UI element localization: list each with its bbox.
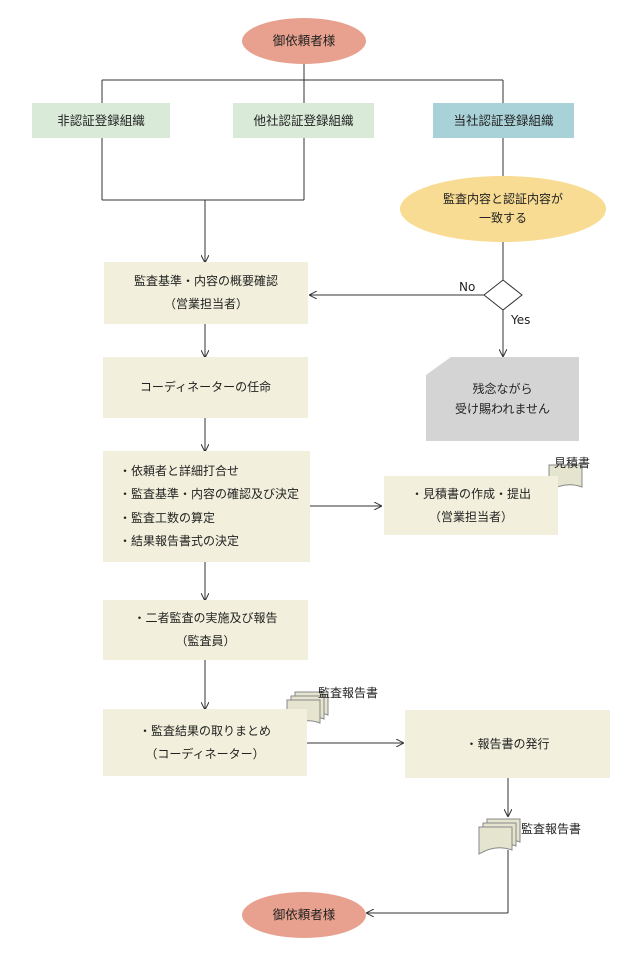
estimate-doc-label: 見積書 <box>554 456 591 470</box>
coordinator-line1: コーディネーターの任命 <box>139 380 272 395</box>
report-document-stack-icon-2 <box>478 818 521 855</box>
meeting-item: ・結果報告書式の決定 <box>119 533 240 548</box>
rejected-box-shape <box>426 357 579 441</box>
audit-line1: ・二者監査の実施及び報告 <box>133 611 278 626</box>
our-certified-org-box: 当社認証登録組織 <box>433 103 574 138</box>
decision-line1: 監査内容と認証内容が <box>442 191 563 206</box>
start-client-oval: 御依頼者様 <box>242 18 366 64</box>
summary-line2: （コーディネーター） <box>145 746 265 761</box>
decision-oval: 監査内容と認証内容が 一致する <box>400 176 606 242</box>
meeting-item: ・監査基準・内容の確認及び決定 <box>119 487 300 502</box>
our-certified-label: 当社認証登録組織 <box>453 112 554 128</box>
overview-line2: （営業担当者） <box>163 297 248 311</box>
decision-line2: 一致する <box>478 211 527 225</box>
rejected-box: 残念ながら 受け賜われません <box>426 357 579 441</box>
issue-line1: ・報告書の発行 <box>465 736 550 751</box>
estimate-step-box: ・見積書の作成・提出 （営業担当者） <box>384 476 558 535</box>
meeting-item: ・依頼者と詳細打合せ <box>119 463 240 478</box>
end-label: 御依頼者様 <box>272 907 336 923</box>
summary-line1: ・監査結果の取りまとめ <box>138 723 271 738</box>
branch-no-label: No <box>459 280 476 294</box>
other-certified-org-box: 他社認証登録組織 <box>233 103 374 138</box>
estimate-line1: ・見積書の作成・提出 <box>410 486 531 501</box>
overview-line1: 監査基準・内容の概要確認 <box>133 274 278 289</box>
summary-step-box: ・監査結果の取りまとめ （コーディネーター） <box>103 709 307 776</box>
other-certified-label: 他社認証登録組織 <box>253 112 354 128</box>
estimate-line2: （営業担当者） <box>428 509 513 524</box>
overview-step-box: 監査基準・内容の概要確認 （営業担当者） <box>104 262 308 324</box>
decision-diamond <box>483 279 523 311</box>
branch-yes-label: Yes <box>511 313 531 327</box>
report-doc-label-1: 監査報告書 <box>318 686 379 700</box>
rejected-line2: 受け賜われません <box>454 402 551 416</box>
rejected-line1: 残念ながら <box>472 381 533 396</box>
start-label: 御依頼者様 <box>272 33 336 49</box>
coordinator-step-box: コーディネーターの任命 <box>103 357 308 418</box>
audit-line2: （監査員） <box>175 634 236 648</box>
meeting-step-box: ・依頼者と詳細打合せ ・監査基準・内容の確認及び決定 ・監査工数の算定 ・結果報… <box>103 451 310 562</box>
audit-step-box: ・二者監査の実施及び報告 （監査員） <box>103 600 308 660</box>
non-certified-label: 非認証登録組織 <box>57 112 145 128</box>
meeting-item: ・監査工数の算定 <box>119 510 216 525</box>
report-doc-label-2: 監査報告書 <box>521 822 582 836</box>
end-client-oval: 御依頼者様 <box>242 892 366 938</box>
non-certified-org-box: 非認証登録組織 <box>32 103 170 138</box>
issue-step-box: ・報告書の発行 <box>405 710 610 778</box>
